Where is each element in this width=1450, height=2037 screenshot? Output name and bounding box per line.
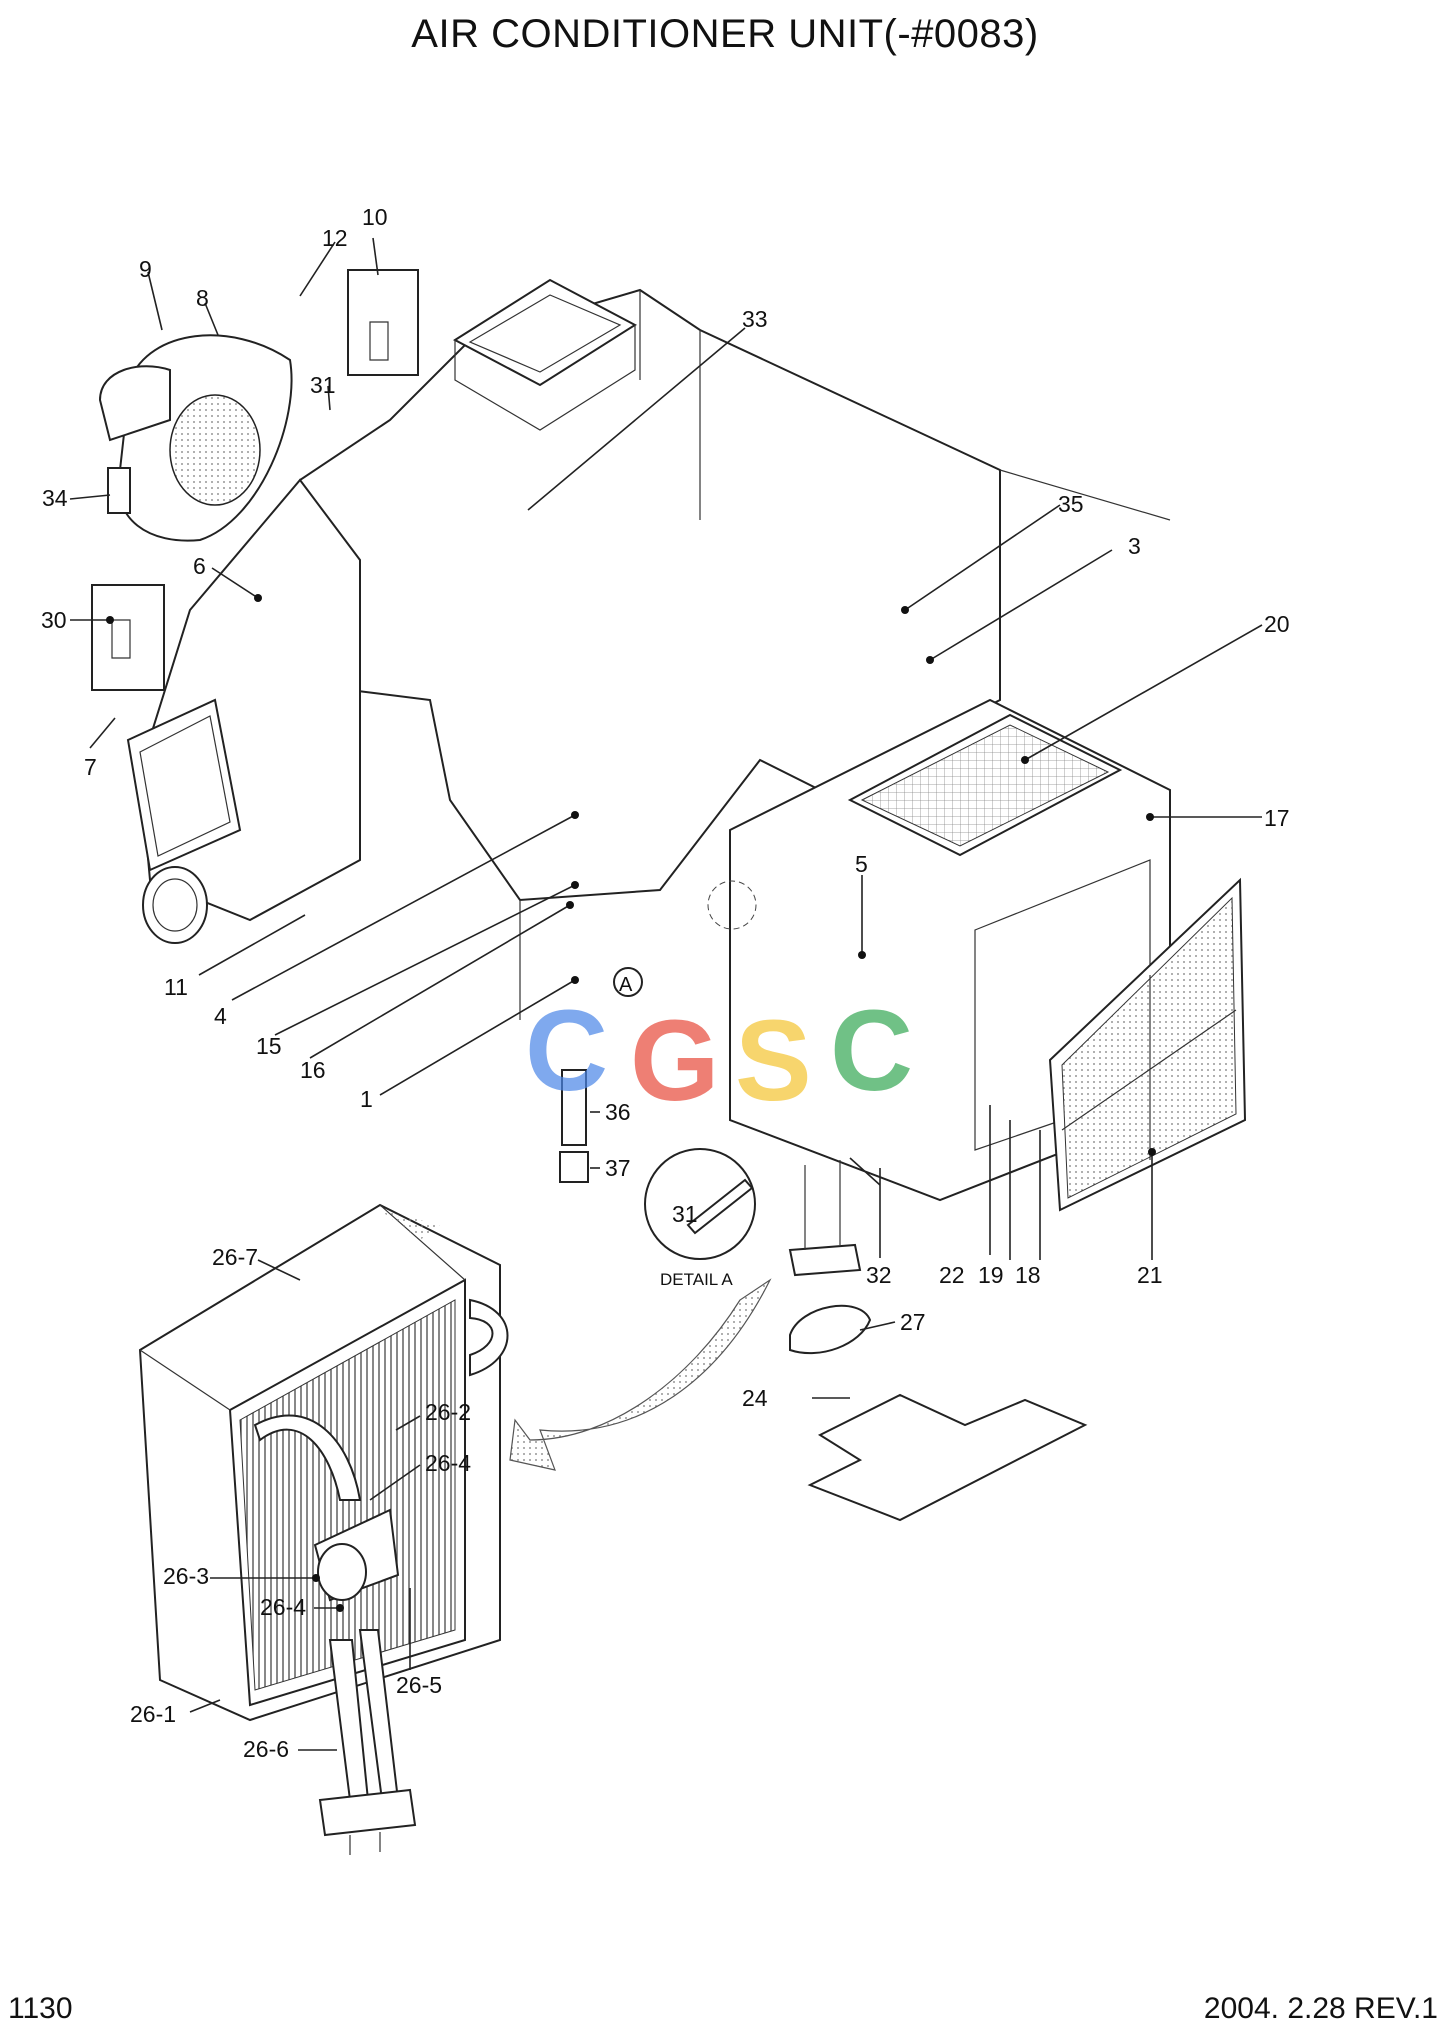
label-17: 17 xyxy=(1264,805,1290,831)
seal-27 xyxy=(789,1304,872,1355)
label-1: 1 xyxy=(360,1086,373,1112)
watermark-logo: C G S C xyxy=(525,987,913,1125)
filter-21 xyxy=(1048,877,1247,1212)
label-36: 36 xyxy=(605,1099,631,1125)
leader-dots xyxy=(106,594,1156,1612)
label-26-2: 26-2 xyxy=(425,1399,471,1425)
blower-motor-8 xyxy=(98,334,293,542)
svg-text:S: S xyxy=(735,997,812,1125)
detail-marker: A xyxy=(619,974,633,996)
svg-text:C: C xyxy=(525,987,608,1115)
label-4: 4 xyxy=(214,1003,227,1029)
label-24: 24 xyxy=(742,1385,768,1411)
label-19: 19 xyxy=(978,1262,1004,1288)
label-11: 11 xyxy=(164,974,188,1000)
label-34: 34 xyxy=(42,485,68,511)
label-27: 27 xyxy=(900,1309,926,1335)
label-7: 7 xyxy=(84,754,97,780)
revision-date: 2004. 2.28 REV.1 xyxy=(1203,1992,1438,2025)
page-title: AIR CONDITIONER UNIT(-#0083) xyxy=(411,12,1039,56)
label-18: 18 xyxy=(1015,1262,1041,1288)
label-30: 30 xyxy=(41,607,67,633)
label-21: 21 xyxy=(1137,1262,1163,1288)
label-26-4-top: 26-4 xyxy=(425,1450,471,1476)
label-20: 20 xyxy=(1264,611,1290,637)
label-26-1: 26-1 xyxy=(130,1701,176,1727)
label-5: 5 xyxy=(855,851,868,877)
arrow-graphic xyxy=(509,1278,772,1471)
label-15: 15 xyxy=(256,1033,282,1059)
part-36 xyxy=(561,1069,587,1146)
blower-case-6 xyxy=(126,478,361,944)
detail-a-caption: DETAIL A xyxy=(660,1270,733,1289)
page-number: 1130 xyxy=(8,1992,73,2025)
label-26-7: 26-7 xyxy=(212,1244,258,1270)
detail-a: 31 DETAIL A A xyxy=(613,880,757,1289)
svg-text:C: C xyxy=(830,987,913,1115)
label-8: 8 xyxy=(196,285,209,311)
label-3: 3 xyxy=(1128,533,1141,559)
evaporator-core xyxy=(138,1203,509,1855)
plate-24 xyxy=(807,1393,1088,1522)
label-35: 35 xyxy=(1058,491,1084,517)
label-12: 12 xyxy=(322,225,348,251)
label-32: 32 xyxy=(866,1262,892,1288)
label-16: 16 xyxy=(300,1057,326,1083)
label-10: 10 xyxy=(362,204,388,230)
label-26-3: 26-3 xyxy=(163,1563,209,1589)
part-37 xyxy=(559,1151,589,1183)
label-26-4-bottom: 26-4 xyxy=(260,1594,306,1620)
label-22: 22 xyxy=(939,1262,965,1288)
leader-lines xyxy=(69,237,1263,1751)
actuator-30 xyxy=(91,584,165,691)
label-26-5: 26-5 xyxy=(396,1672,442,1698)
label-9: 9 xyxy=(139,256,152,282)
label-37: 37 xyxy=(605,1155,631,1181)
detail-a-part-label: 31 xyxy=(672,1201,698,1227)
label-31: 31 xyxy=(310,372,336,398)
part-labels: 10 12 9 8 31 34 6 30 7 33 35 3 20 17 5 1… xyxy=(41,204,1290,1762)
label-33: 33 xyxy=(742,306,768,332)
label-26-6: 26-6 xyxy=(243,1736,289,1762)
label-6: 6 xyxy=(193,553,206,579)
svg-text:G: G xyxy=(630,997,719,1125)
